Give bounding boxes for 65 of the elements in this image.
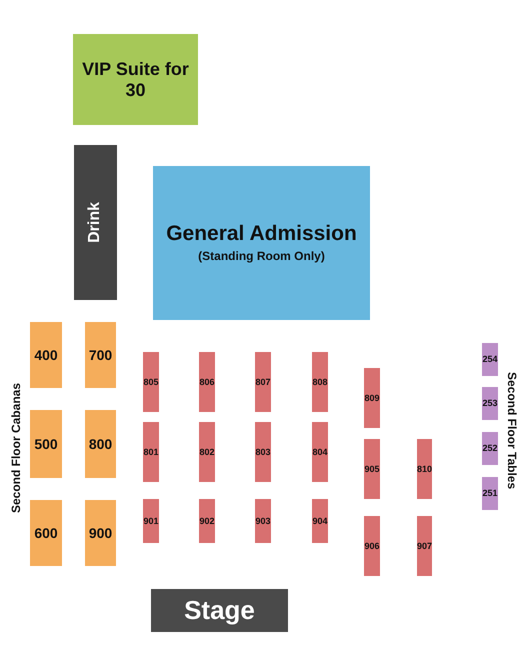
section-label: 500 <box>34 436 58 452</box>
section-label: 700 <box>88 346 112 364</box>
seating-section <box>30 322 62 388</box>
section-label: 251 <box>482 488 498 499</box>
section-label: 809 <box>364 392 380 404</box>
section-label: 252 <box>482 443 498 454</box>
section-label: 806 <box>199 376 215 388</box>
section-label: 904 <box>312 516 328 526</box>
seating-section <box>30 410 62 478</box>
seating-section <box>482 387 498 420</box>
seating-section <box>417 516 432 576</box>
seating-section <box>143 499 159 543</box>
seating-section <box>364 368 380 428</box>
section-label: 906 <box>364 540 380 552</box>
seating-section <box>482 343 498 376</box>
seating-section <box>364 516 380 576</box>
section-label: 907 <box>416 540 432 552</box>
stage-area <box>151 589 288 632</box>
seating-section <box>85 322 116 388</box>
section-label: 400 <box>34 346 58 364</box>
section-label: 902 <box>199 516 215 526</box>
section-label: General Admission <box>166 222 357 246</box>
seating-section <box>255 352 271 412</box>
section-label: 803 <box>255 446 271 458</box>
seating-section <box>143 422 159 482</box>
suite-area <box>73 34 198 125</box>
seating-section <box>143 352 159 412</box>
seating-section <box>199 352 215 412</box>
section-label: 600 <box>34 524 58 542</box>
seating-section <box>312 422 328 482</box>
bar-area <box>74 145 117 300</box>
section-note: (Standing Room Only) <box>198 250 325 264</box>
seating-section <box>199 499 215 543</box>
section-label: 807 <box>255 376 271 388</box>
seating-section <box>85 410 116 478</box>
seating-section <box>255 499 271 543</box>
standing-area <box>153 166 370 320</box>
section-label: 808 <box>312 376 328 388</box>
section-label: 810 <box>416 464 432 474</box>
area-label: Second Floor Tables <box>505 372 519 490</box>
seating-section <box>312 499 328 543</box>
section-label: 800 <box>88 436 112 452</box>
seating-section <box>482 477 498 510</box>
section-label: VIP Suite for 30 <box>81 58 190 100</box>
section-label: 905 <box>364 464 380 474</box>
section-label: 802 <box>199 446 215 458</box>
section-label: 805 <box>143 376 159 388</box>
section-label: Stage <box>184 596 255 626</box>
section-label: 253 <box>482 398 498 409</box>
section-label: 903 <box>255 516 271 526</box>
section-label: 901 <box>143 516 159 526</box>
section-label: 900 <box>88 524 112 542</box>
area-label: Second Floor Cabanas <box>9 383 23 514</box>
section-label: 801 <box>143 446 159 458</box>
seating-section <box>85 500 116 566</box>
seating-section <box>482 432 498 465</box>
seating-section <box>30 500 62 566</box>
seating-section <box>417 439 432 499</box>
section-label: Drink <box>86 202 104 243</box>
section-label: 804 <box>312 446 328 458</box>
seating-section <box>199 422 215 482</box>
section-label: 254 <box>482 354 498 365</box>
seating-section <box>364 439 380 499</box>
seating-section <box>255 422 271 482</box>
seating-section <box>312 352 328 412</box>
